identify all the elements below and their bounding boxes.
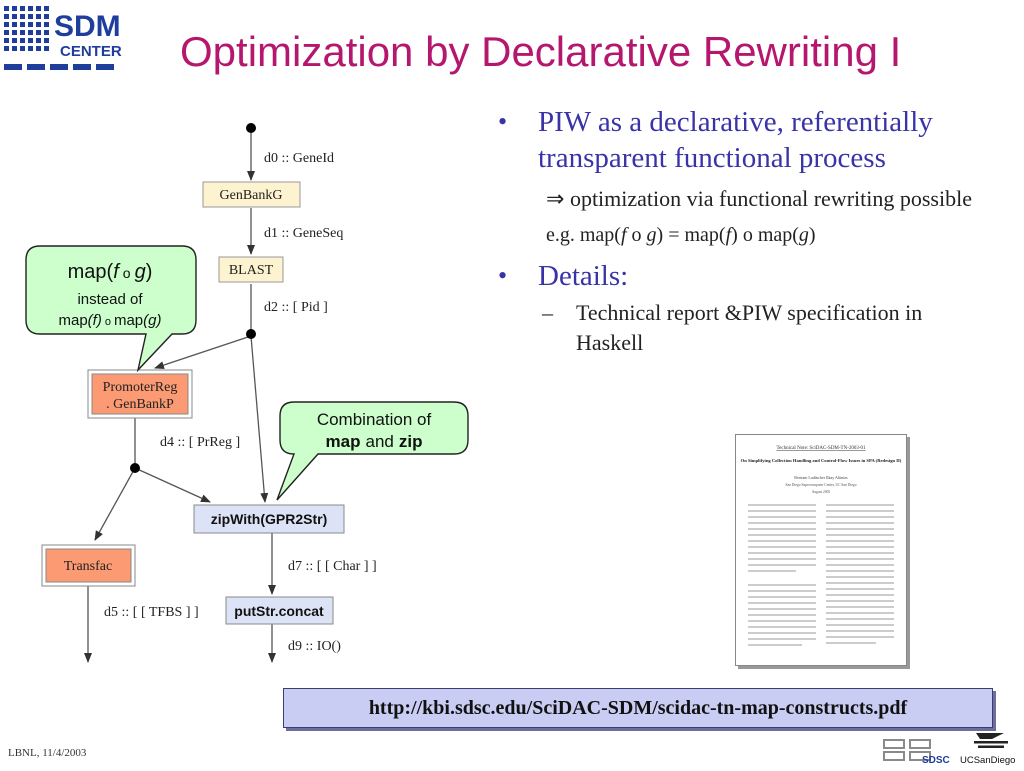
doc-affiliation: San Diego Supercomputer Center, UC San D…: [785, 483, 856, 488]
implies-icon: ⇒: [546, 186, 565, 211]
page-title: Optimization by Declarative Rewriting I: [180, 28, 902, 75]
bullet-1-sub: ⇒ optimization via functional rewriting …: [546, 184, 998, 214]
callout-map-o: o: [123, 265, 131, 281]
edge-to-transfac: [94, 467, 136, 541]
bullet-list: • PIW as a declarative, referentially tr…: [498, 104, 998, 358]
node-promoterreg-label-2: . GenBankP: [106, 397, 174, 412]
eg-o: o: [626, 224, 647, 246]
node-zipwith: zipWith(GPR2Str): [193, 504, 345, 534]
bullet-2: • Details:: [498, 258, 998, 294]
callout-map-line3-g: (g): [143, 312, 161, 329]
node-genbankg: GenBankG: [202, 181, 301, 208]
callout-map-line3-f: (f): [88, 312, 102, 329]
example-equation: e.g. map(f o g) = map(f) o map(g): [546, 222, 998, 248]
split-dot-1: [246, 329, 256, 339]
edge-to-zipwith-2: [134, 467, 211, 503]
eg-f2: f: [725, 224, 732, 246]
callout-map-func: map: [68, 261, 107, 283]
bullet-1-text: PIW as a declarative, referentially tran…: [538, 106, 933, 174]
node-zipwith-label: zipWith(GPR2Str): [211, 511, 328, 527]
callout-map-close: ): [146, 261, 153, 283]
ucsd-logo-text: UCSanDiego: [960, 755, 1015, 766]
bullet-2-text: Details:: [538, 260, 629, 292]
bullet-dot: •: [498, 261, 508, 290]
callout-map-line3-o: o: [105, 316, 111, 328]
start-dot: [246, 123, 256, 133]
svg-text:map(fog): map(fog): [68, 261, 153, 283]
bullet-1: • PIW as a declarative, referentially tr…: [498, 104, 998, 176]
eg-part: ): [808, 224, 816, 246]
doc-authors: Bertram Ludäscher Ilkay Altintas: [794, 475, 848, 480]
logo-text-center: CENTER: [60, 43, 122, 60]
bullet-2-sub-text: Technical report &PIW specification in H…: [576, 300, 923, 355]
callout-zip-line1: Combination of: [317, 410, 432, 429]
callout-map-f: f: [113, 261, 121, 283]
edge-label-d4: d4 :: [ PrReg ]: [160, 435, 240, 450]
eg-part: ) o map(: [731, 224, 799, 246]
edge-label-d5: d5 :: [ [ TFBS ] ]: [104, 605, 199, 620]
workflow-diagram: d0 :: GeneId d1 :: GeneSeq d2 :: [ Pid ]…: [25, 123, 469, 663]
bullet-2-sub: – Technical report &PIW specification in…: [542, 298, 976, 358]
callout-map-open: (: [107, 261, 114, 283]
node-putstr: putStr.concat: [225, 596, 334, 625]
sdm-center-logo: SDM CENTER: [0, 0, 132, 75]
callout-zip-map: map: [326, 432, 361, 451]
node-putstr-label: putStr.concat: [234, 603, 324, 619]
tech-report-thumbnail: Technical Note: SciDAC-SDM-TN-2003-01 On…: [735, 434, 907, 666]
eg-part: ) = map(: [656, 224, 726, 246]
eg-g2: g: [798, 224, 809, 246]
node-transfac: Transfac: [41, 544, 136, 587]
split-dot-2: [130, 463, 140, 473]
node-transfac-label: Transfac: [64, 559, 112, 574]
sdsc-logo: SDSC: [882, 738, 956, 771]
edge-label-d2: d2 :: [ Pid ]: [264, 300, 328, 315]
dash-icon: –: [542, 300, 553, 325]
callout-map-line3-map1: map: [58, 312, 87, 329]
edge-label-d1: d1 :: GeneSeq: [264, 226, 343, 241]
callout-map-line3-map2: map: [114, 312, 143, 329]
edge-label-d9: d9 :: IO(): [288, 639, 341, 654]
node-genbankg-label: GenBankG: [220, 188, 283, 203]
edge-to-zipwith: [250, 335, 269, 503]
doc-header: Technical Note: SciDAC-SDM-TN-2003-01: [776, 446, 866, 451]
report-url-link[interactable]: http://kbi.sdsc.edu/SciDAC-SDM/scidac-tn…: [283, 688, 993, 728]
edge-to-promoter: [154, 335, 252, 369]
bullet-dot: •: [498, 107, 508, 136]
doc-title: On Simplifying Collection Handling and C…: [741, 458, 902, 463]
eg-f: f: [620, 224, 627, 246]
ucsd-logo: UCSanDiego: [958, 730, 1024, 771]
node-promoterreg-label-1: PromoterReg: [103, 380, 178, 395]
edge-label-d0: d0 :: GeneId: [264, 151, 334, 166]
node-blast-label: BLAST: [229, 263, 274, 278]
eg-part: e.g. map(: [546, 224, 621, 246]
edge-label-d7: d7 :: [ [ Char ] ]: [288, 559, 377, 574]
node-blast: BLAST: [218, 256, 284, 283]
bullet-1-sub-text: optimization via functional rewriting po…: [569, 186, 972, 211]
callout-zip-and: and: [365, 432, 393, 451]
doc-text-lines: [748, 504, 894, 646]
logo-text-sdm: SDM: [54, 10, 121, 43]
doc-date: August 2003: [812, 490, 831, 494]
callout-map-g: g: [135, 261, 146, 283]
eg-g: g: [646, 224, 657, 246]
node-promoterreg: PromoterReg . GenBankP: [87, 369, 193, 419]
callout-zip-zip: zip: [399, 432, 423, 451]
sdsc-logo-text: SDSC: [922, 755, 950, 766]
footer-text: LBNL, 11/4/2003: [8, 747, 87, 759]
callout-map-line2: instead of: [77, 291, 143, 308]
